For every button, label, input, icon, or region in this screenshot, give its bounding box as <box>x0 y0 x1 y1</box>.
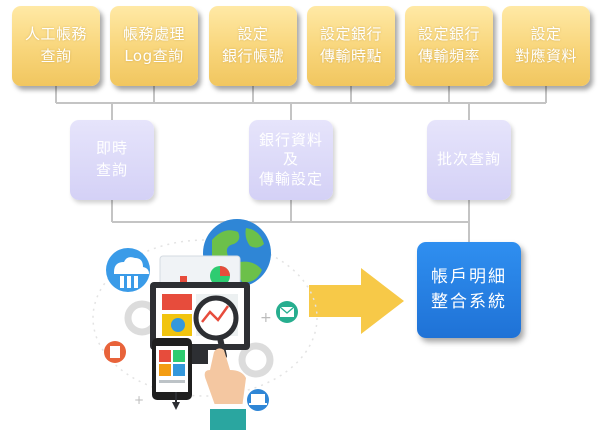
box-label-line3: 傳輸設定 <box>258 169 323 188</box>
box-label-line2: Log查詢 <box>124 47 184 65</box>
svg-text:+: + <box>260 310 272 326</box>
box-label-line1: 設定銀行 <box>319 25 382 44</box>
box-set-mapping-data: 設定 對應資料 <box>502 6 590 86</box>
box-label-line1: 人工帳務 <box>24 25 87 44</box>
box-label-line2: 傳輸時點 <box>319 47 382 65</box>
flow-arrow <box>309 268 404 334</box>
connector-lines <box>55 86 547 242</box>
box-set-transfer-time: 設定銀行 傳輸時點 <box>307 6 395 86</box>
box-set-transfer-frequency: 設定銀行 傳輸頻率 <box>405 6 493 86</box>
box-manual-account-query: 人工帳務 查詢 <box>12 6 100 86</box>
box-bank-data-transfer-settings: 銀行資料 及 傳輸設定 <box>249 120 333 200</box>
box-set-bank-account: 設定 銀行帳號 <box>209 6 297 86</box>
box-label-line2: 銀行帳號 <box>221 47 284 65</box>
illustration: + + <box>92 219 318 430</box>
box-label-line2: 整合系統 <box>431 292 507 312</box>
box-label-line1: 設定銀行 <box>417 25 480 44</box>
server-cloud-icon <box>106 248 150 292</box>
laptop-icon <box>247 389 269 411</box>
box-label-line2: 對應資料 <box>514 47 577 65</box>
box-label-line1: 銀行資料 <box>258 130 323 149</box>
box-label-line2: 查詢 <box>40 47 72 65</box>
box-label-line1: 帳務處理 <box>122 25 185 44</box>
box-label-line2: 傳輸頻率 <box>417 47 480 65</box>
mail-icon <box>276 301 298 323</box>
phone-icon <box>152 338 192 400</box>
box-realtime-query: 即時 查詢 <box>70 120 154 200</box>
hand-icon <box>204 348 246 430</box>
box-label-line1: 批次查詢 <box>436 150 501 169</box>
box-label-line1: 設定 <box>237 25 269 44</box>
box-label-line1: 即時 <box>95 139 128 158</box>
document-icon <box>104 341 126 363</box>
svg-text:+: + <box>134 393 144 407</box>
box-batch-query: 批次查詢 <box>427 120 511 200</box>
box-label-line2: 查詢 <box>95 161 128 179</box>
box-account-log-query: 帳務處理 Log查詢 <box>110 6 198 86</box>
magnifier-icon <box>193 295 239 359</box>
box-label-line2: 及 <box>282 150 299 169</box>
box-label-line1: 設定 <box>530 25 562 44</box>
box-account-detail-integration-system: 帳戶明細 整合系統 <box>417 242 521 338</box>
box-label-line1: 帳戶明細 <box>431 267 507 288</box>
